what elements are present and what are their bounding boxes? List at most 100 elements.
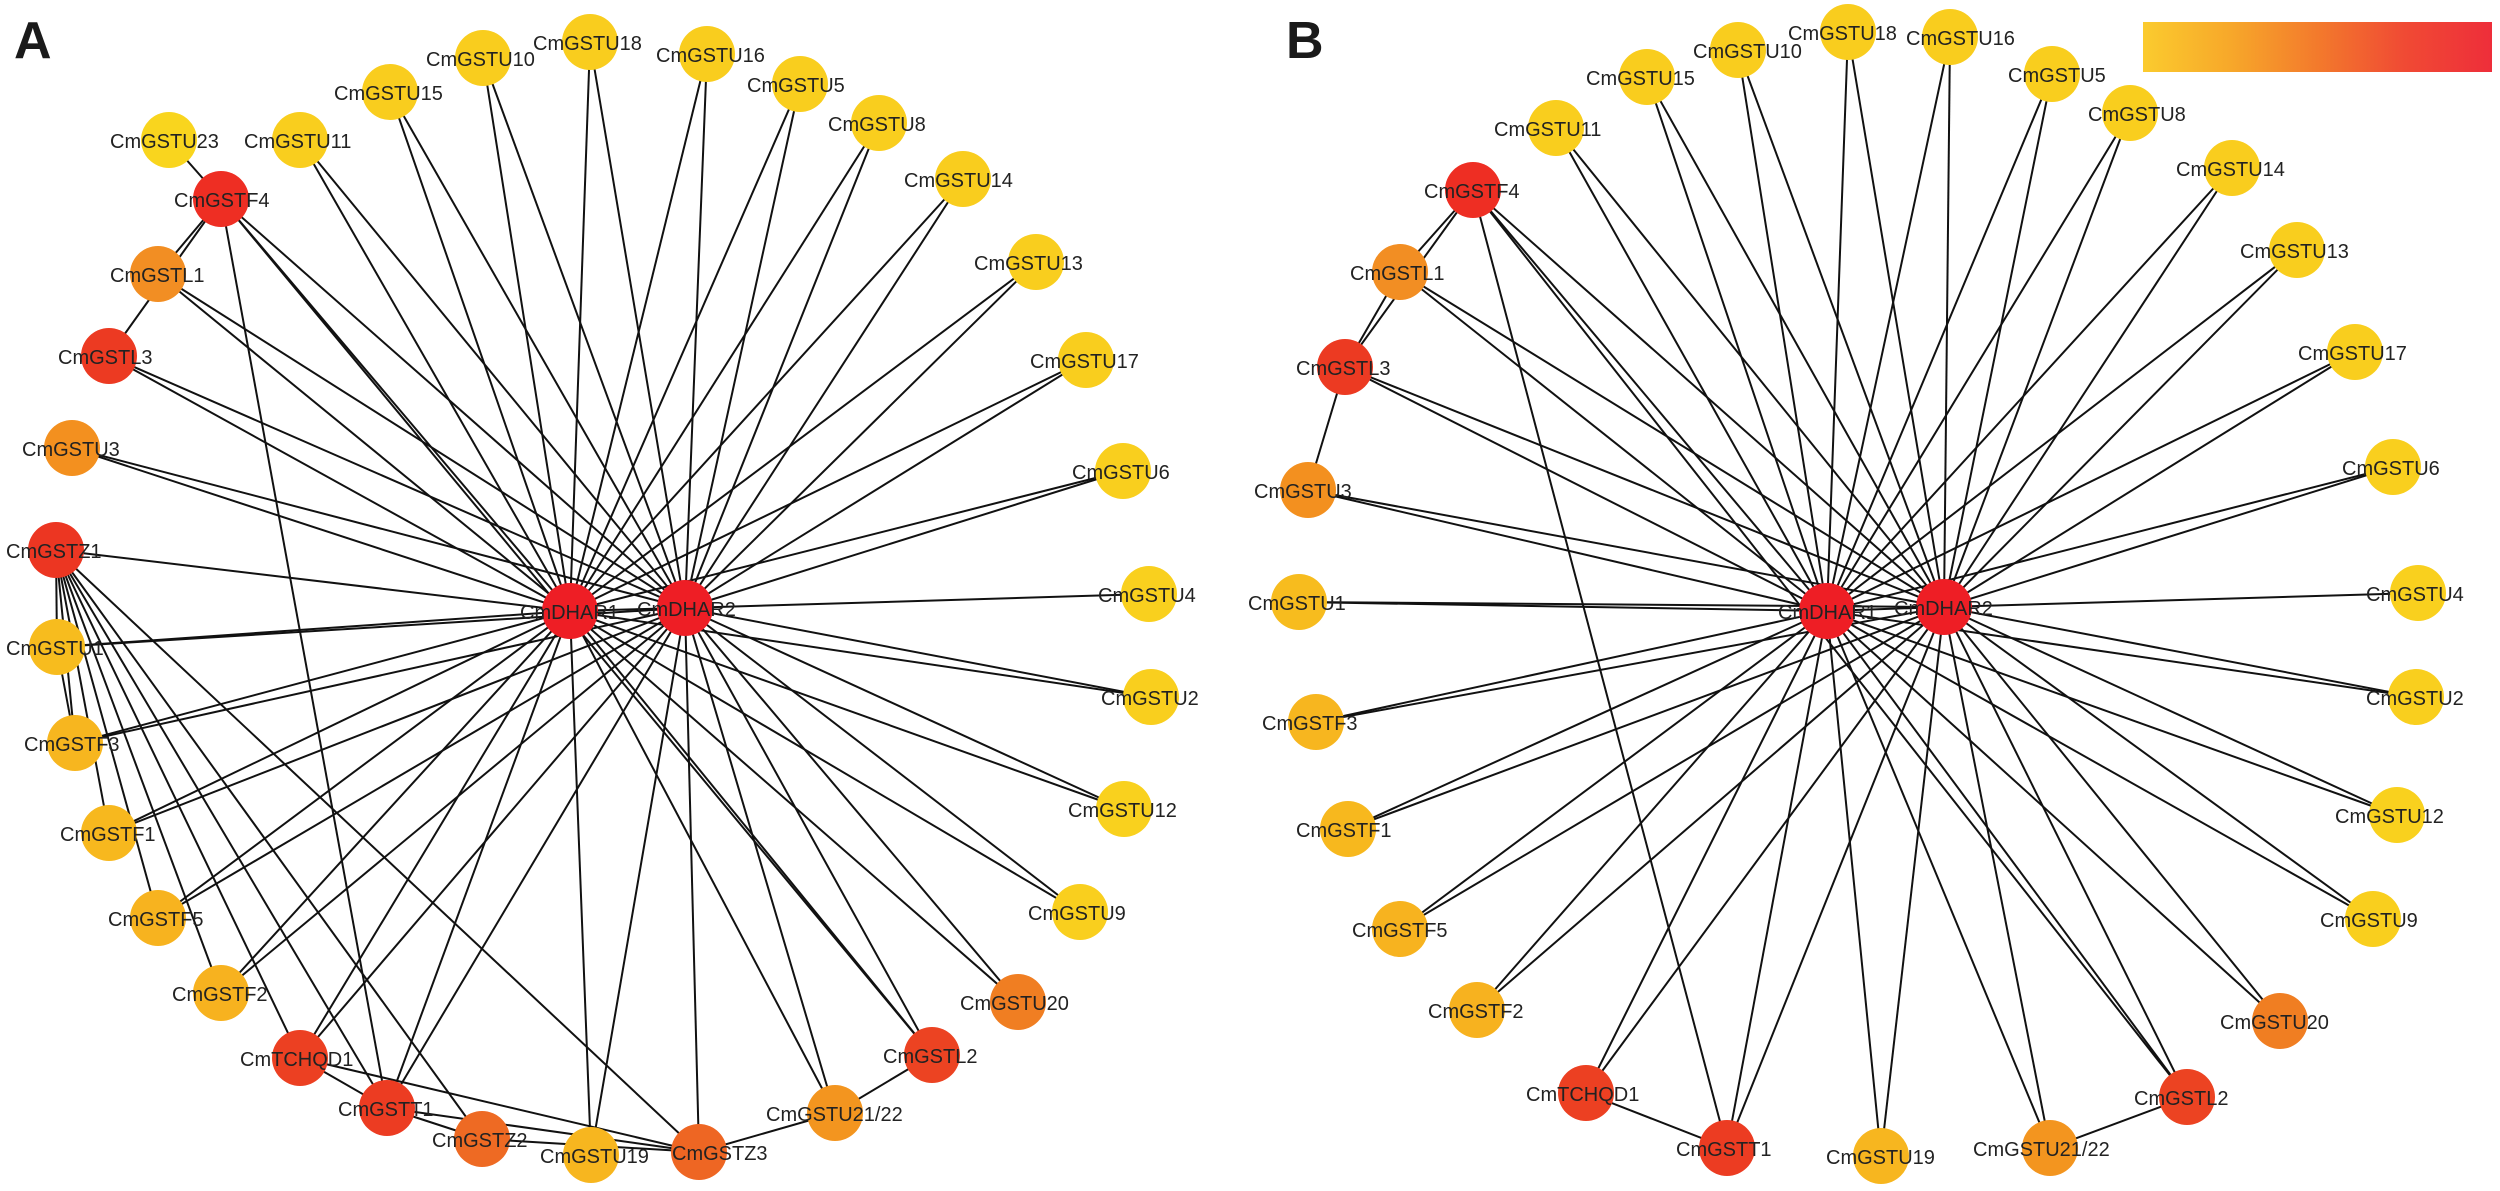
panel-b-node-cmgstu12 [2369,787,2425,843]
panel-b-edge-cmgstu9-cmdhar2 [1943,606,2374,920]
panel-b-node-label-cmgstu3: CmGSTU3 [1254,481,1352,503]
panel-a-node-cmtchqd1 [272,1030,328,1086]
panel-b-node-label-cmgstu18: CmGSTU18 [1788,23,1897,45]
panel-a-node-label-cmgstu17: CmGSTU17 [1030,351,1139,373]
panel-a-edge-cmgstz3-cmdhar2 [684,607,700,1153]
panel-b-node-cmgstu5 [2024,46,2080,102]
panel-a-node-label-cmdhar2: CmDHAR2 [637,599,736,621]
panel-a-edge-cmgstu18-cmdhar2 [589,41,686,609]
panel-b-node-label-cmtchqd1: CmTCHQD1 [1526,1084,1639,1106]
panel-b-edge-cmgstf2-cmdhar1 [1476,610,1828,1011]
panel-a-edges [55,41,1152,1156]
panel-a-edge-cmgstf2-cmdhar1 [220,610,571,994]
panel-b-edge-cmgstl2-cmdhar2 [1943,606,2188,1098]
panel-a-node-cmgstu9 [1052,884,1108,940]
panel-b-node-label-cmgstu19: CmGSTU19 [1826,1147,1935,1169]
panel-a-node-cmgstu16 [679,26,735,82]
panel-a-edge-cmgstu10-cmdhar1 [482,57,571,612]
panel-a-edge-cmgstu17-cmdhar1 [569,359,1087,612]
panel-b-node-cmgstl1 [1372,244,1428,300]
panel-b-edge-cmgstl1-cmdhar2 [1399,271,1945,608]
panel-b-node-label-cmgstu1: CmGSTU1 [1248,593,1346,615]
panel-a-node-cmgstu10 [455,30,511,86]
panel-a-node-cmgstu2 [1123,669,1179,725]
panel-b-edge-cmgstu10-cmdhar1 [1737,49,1828,612]
panel-b-node-cmgstu19 [1853,1128,1909,1184]
panel-a-node-cmgstu23 [141,112,197,168]
panel-b-node-label-cmgstu21-22: CmGSTU21/22 [1973,1139,2110,1161]
panel-a-node-label-cmgstf5: CmGSTF5 [108,909,204,931]
panel-a-edge-cmgstz1-cmgstf1 [55,549,110,834]
panel-a-node-cmgstu20 [990,974,1046,1030]
panel-b-edge-cmgstf2-cmdhar2 [1476,606,1945,1011]
panel-b-edge-cmgstt1-cmdhar2 [1726,606,1945,1149]
panel-b-node-label-cmdhar1: CmDHAR1 [1778,602,1877,624]
panel-a-node-cmdhar2 [657,580,713,636]
panel-a-node-label-cmgstf2: CmGSTF2 [172,984,268,1006]
panel-b-edge-cmgstu4-cmdhar2 [1943,592,2419,608]
panel-a-node-cmgstz1 [28,522,84,578]
panel-a-edge-cmgstu5-cmdhar2 [684,83,801,609]
panel-a-node-cmgstf5 [130,890,186,946]
panel-b-edge-cmgstl2-cmdhar1 [1826,610,2188,1098]
panel-a-node-label-cmgstu16: CmGSTU16 [656,45,765,67]
panel-a-edge-cmgstu13-cmdhar1 [569,261,1037,612]
panel-b-node-cmgstu3 [1280,462,1336,518]
panel-b-node-label-cmgstu20: CmGSTU20 [2220,1012,2329,1034]
panel-b-node-cmgstu11 [1528,100,1584,156]
panel-a-node-cmgstu12 [1096,781,1152,837]
panel-b-edge-cmgstf4-cmdhar1 [1472,189,1828,612]
panel-a-edge-cmgstz1-cmtchqd1 [55,549,301,1059]
panel-a-node-label-cmgstu12: CmGSTU12 [1068,800,1177,822]
panel-a-edge-cmtchqd1-cmdhar2 [299,607,686,1059]
panel-a-node-cmgstf3 [47,715,103,771]
panel-b-edge-cmgstu5-cmdhar2 [1943,73,2053,608]
panel-b-edge-cmgstu14-cmdhar1 [1826,167,2233,612]
panel-a-edge-cmgstl2-cmdhar1 [569,610,933,1056]
panel-a-node-cmgstz3 [671,1124,727,1180]
panel-a-node-cmgstf1 [81,805,137,861]
panel-b-node-cmdhar2 [1916,579,1972,635]
panel-a-node-label-cmgstu11: CmGSTU11 [244,131,351,153]
panel-a-edge-cmgstu9-cmdhar1 [569,610,1081,913]
panel-b-edge-cmgstu12-cmdhar2 [1943,606,2398,816]
panel-b-node-label-cmgstu13: CmGSTU13 [2240,241,2349,263]
panel-a-edge-cmgstt1-cmdhar2 [386,607,686,1109]
panel-a-node-cmgstl1 [130,246,186,302]
panel-b-edge-cmgstu9-cmdhar1 [1826,610,2374,920]
panel-b-node-label-cmgstu12: CmGSTU12 [2335,806,2444,828]
panel-a-edge-cmgstf5-cmdhar2 [157,607,686,919]
panel-a-edge-cmgstf1-cmdhar1 [108,610,571,834]
panel-a-node-label-cmgstu15: CmGSTU15 [334,83,443,105]
panel-b-node-label-cmgstf3: CmGSTF3 [1262,713,1358,735]
panel-b-node-cmgstu13 [2269,222,2325,278]
panel-a-edge-cmgstf2-cmdhar2 [220,607,686,994]
panel-a-edge-cmgstu6-cmdhar2 [684,470,1124,609]
panel-a-node-label-cmgstl3: CmGSTL3 [58,347,152,369]
panel-a-node-cmdhar1 [542,583,598,639]
panel-b-node-label-cmgstu16: CmGSTU16 [1906,28,2015,50]
panel-b-edge-cmgstl1-cmdhar1 [1399,271,1828,612]
panel-b-node-label-cmgstl1: CmGSTL1 [1350,263,1444,285]
panel-b-node-cmgstu21-22 [2022,1120,2078,1176]
panel-a-node-cmgstu6 [1095,443,1151,499]
panel-b-edge-cmgstu20-cmdhar1 [1826,610,2281,1022]
panel-b-edge-cmgstu11-cmdhar2 [1555,127,1945,608]
panel-b-edge-cmgstt1-cmdhar1 [1726,610,1828,1149]
panel-b-node-label-cmgstf1: CmGSTF1 [1296,820,1392,842]
panel-b-node-cmgstt1 [1699,1120,1755,1176]
panel-a-edge-cmgstf4-cmgstt1 [220,198,388,1109]
panel-a-edge-cmgstf3-cmdhar2 [74,607,686,744]
panel-b-edge-cmgstu14-cmdhar2 [1943,167,2233,608]
panel-b-edge-cmgstf1-cmdhar1 [1347,610,1828,830]
panel-a-node-label-cmgstu8: CmGSTU8 [828,114,926,136]
panel-b-node-label-cmgstf5: CmGSTF5 [1352,920,1448,942]
panel-b-node-cmgstu20 [2252,993,2308,1049]
panel-a-edge-cmgstu19-cmdhar2 [590,607,686,1156]
panel-b-node-label-cmgstt1: CmGSTT1 [1676,1139,1772,1161]
panel-a-node-label-cmgstu19: CmGSTU19 [540,1146,649,1168]
panel-a-edge-cmgstl3-cmdhar1 [108,355,571,612]
panel-b-edge-cmgstl3-cmdhar1 [1344,366,1828,612]
panel-a-node-label-cmgstf3: CmGSTF3 [24,734,120,756]
